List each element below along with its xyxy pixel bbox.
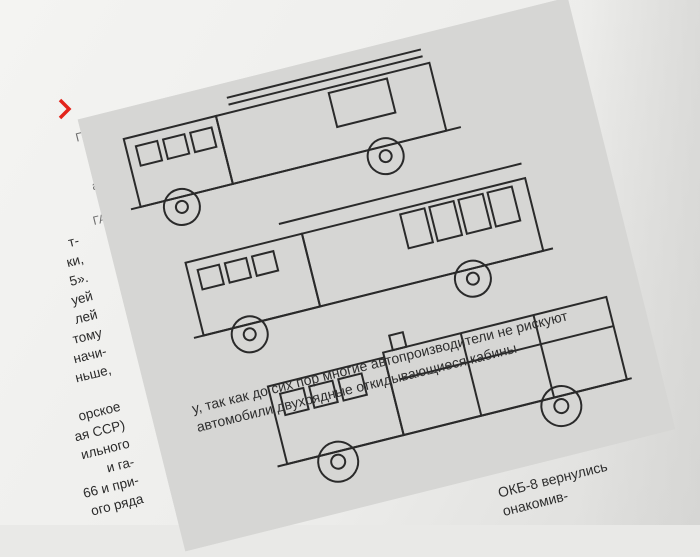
truck-sketches bbox=[77, 0, 676, 552]
fire-truck-drawings-figure bbox=[47, 0, 676, 552]
figure-image bbox=[77, 0, 676, 552]
truck-sketch-2 bbox=[184, 162, 554, 354]
truck-sketch-1 bbox=[122, 48, 462, 226]
truck-sketch-3 bbox=[266, 295, 632, 483]
chevron-right-icon bbox=[58, 98, 72, 120]
